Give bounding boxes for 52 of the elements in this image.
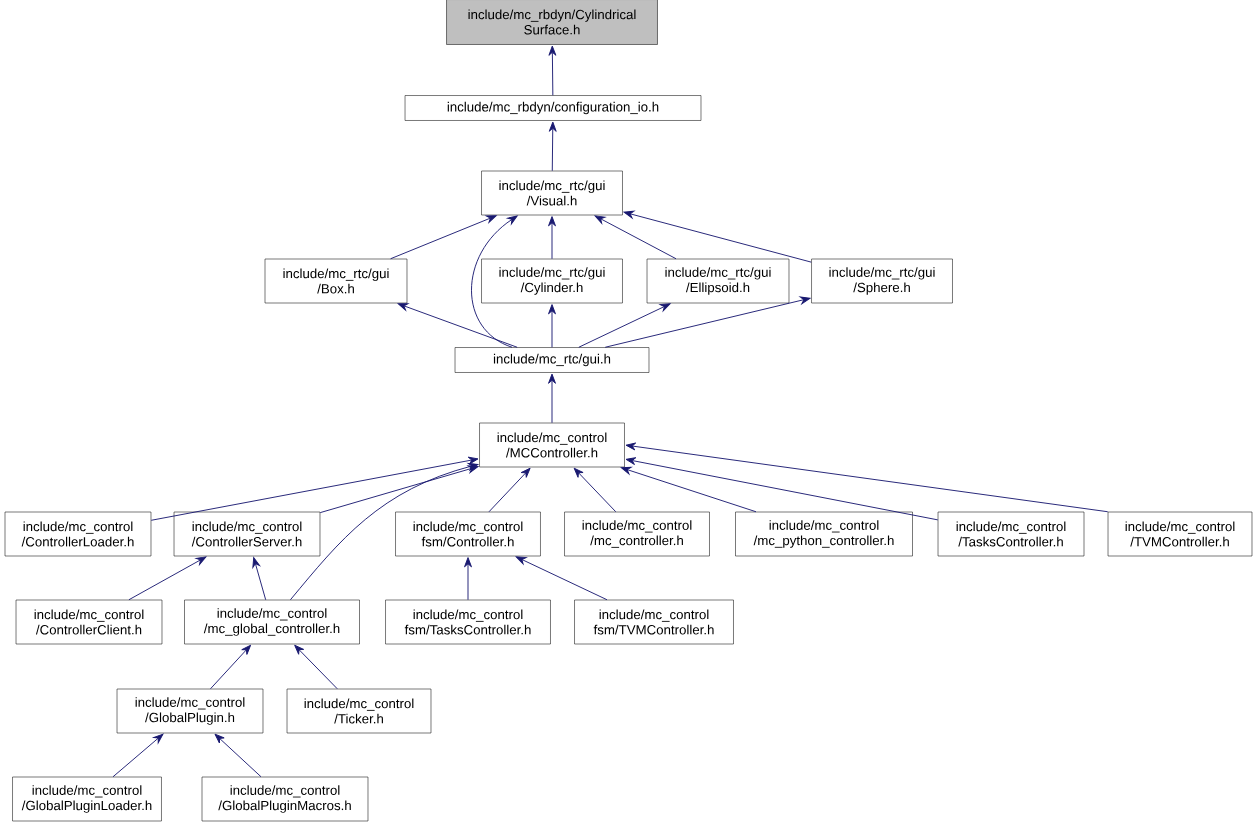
- include-arrow: [548, 304, 556, 348]
- include-arrow: [471, 215, 518, 348]
- header-file-box: include/mc_control fsm/Controller.h: [395, 511, 541, 557]
- header-file-box: include/mc_control /mc_controller.h: [564, 511, 710, 557]
- header-file-box: include/mc_control /Ticker.h: [286, 688, 432, 734]
- header-file-box: include/mc_control fsm/TVMController.h: [574, 599, 734, 645]
- include-arrow: [573, 467, 617, 513]
- include-arrow: [548, 216, 556, 260]
- include-arrow: [578, 303, 671, 348]
- include-arrow: [319, 465, 479, 514]
- header-file-box: include/mc_control /GlobalPlugin.h: [116, 688, 264, 734]
- header-file-box: include/mc_rbdyn/configuration_io.h: [404, 95, 702, 121]
- header-file-box: include/mc_rtc/gui /Sphere.h: [811, 258, 953, 304]
- include-arrow: [112, 733, 164, 778]
- include-arrow: [390, 215, 497, 260]
- include-arrow: [548, 121, 557, 172]
- header-file-box: include/mc_control /GlobalPluginLoader.h: [12, 776, 162, 822]
- include-arrow: [464, 557, 472, 601]
- header-file-box: include/mc_rtc/gui /Ellipsoid.h: [646, 258, 790, 304]
- include-arrow: [515, 556, 608, 601]
- include-arrow: [604, 296, 811, 348]
- include-arrow: [294, 644, 338, 690]
- include-arrow: [214, 733, 262, 778]
- include-arrow: [290, 462, 479, 601]
- include-arrow: [623, 210, 812, 263]
- header-file-box: include/mc_control /GlobalPluginMacros.h: [201, 776, 369, 822]
- header-file-box: include/mc_control /ControllerLoader.h: [4, 511, 152, 557]
- include-arrow: [252, 557, 267, 601]
- include-arrow: [594, 215, 677, 260]
- header-file-box: include/mc_rtc/gui /Box.h: [264, 258, 408, 304]
- header-file-box: include/mc_rtc/gui /Visual.h: [481, 170, 623, 216]
- header-file-box: include/mc_control /mc_global_controller.h: [184, 599, 360, 645]
- header-file-box: include/mc_control /ControllerClient.h: [15, 599, 163, 645]
- header-file-box: include/mc_rbdyn/Cylindrical Surface.h: [446, 0, 658, 45]
- include-arrow: [548, 45, 557, 96]
- header-file-box: include/mc_control /TasksController.h: [937, 511, 1085, 557]
- include-arrow: [625, 457, 939, 521]
- include-arrow: [397, 303, 518, 348]
- header-file-box: include/mc_rtc/gui /Cylinder.h: [481, 258, 623, 304]
- header-file-box: include/mc_control /TVMController.h: [1107, 511, 1253, 557]
- header-file-box: include/mc_control /mc_python_controller.h: [735, 511, 913, 557]
- include-arrow: [150, 456, 479, 521]
- header-file-box: include/mc_control /ControllerServer.h: [173, 511, 321, 557]
- include-arrow: [128, 556, 207, 601]
- include-arrow: [548, 373, 556, 424]
- header-file-box: include/mc_control fsm/TasksController.h: [385, 599, 551, 645]
- header-file-box: include/mc_control /MCController.h: [479, 422, 625, 468]
- include-arrow: [625, 442, 1109, 513]
- include-arrow: [488, 467, 531, 513]
- include-arrow: [620, 466, 757, 513]
- include-arrow: [210, 644, 252, 690]
- header-file-box: include/mc_rtc/gui.h: [454, 347, 650, 373]
